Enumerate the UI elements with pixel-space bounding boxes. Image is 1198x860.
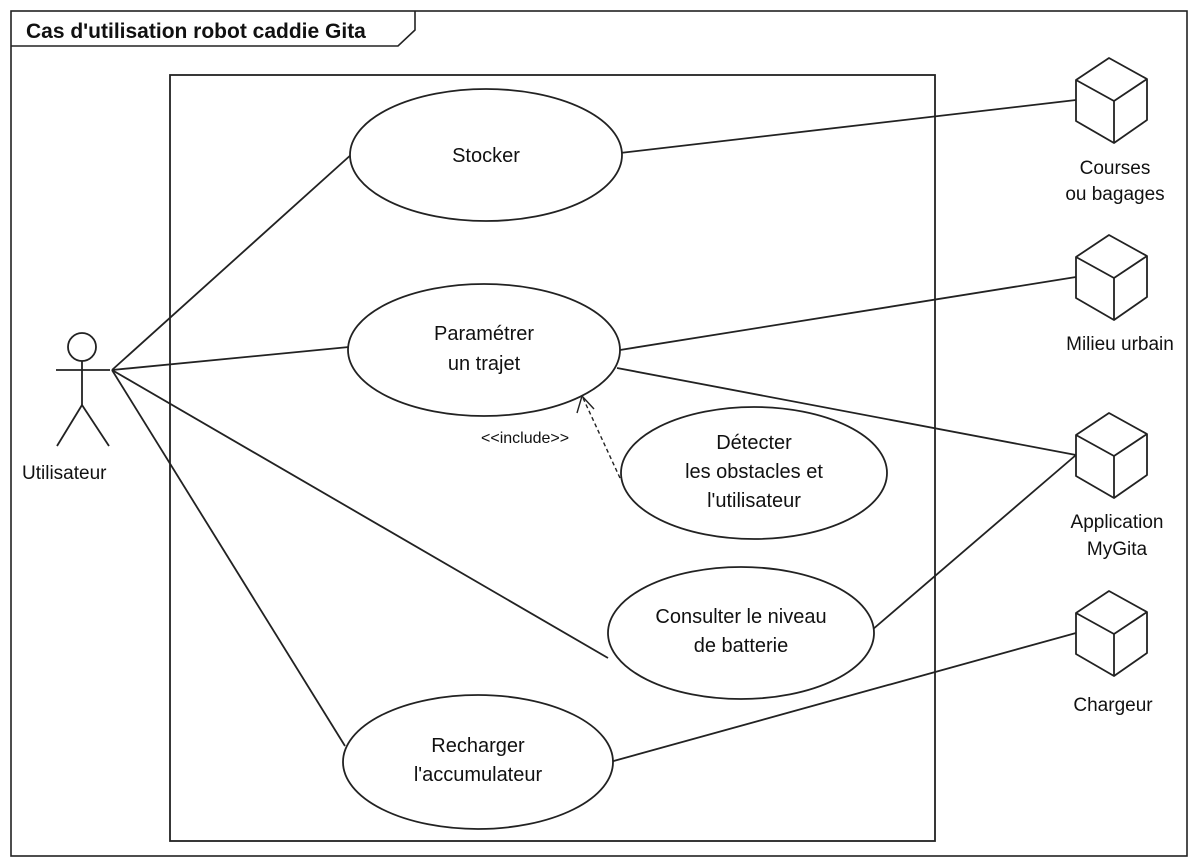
- assoc-user-parametrer: [111, 346, 350, 371]
- use-case-detecter-label-1: Détecter: [716, 432, 792, 454]
- cube-icon: [1075, 57, 1148, 144]
- actor-chargeur: Chargeur: [1073, 590, 1153, 716]
- use-case-detecter-label-2: les obstacles et: [685, 461, 823, 483]
- actor-utilisateur-label: Utilisateur: [22, 463, 107, 484]
- assoc-consulter-app: [871, 454, 1077, 631]
- actor-application-mygita: Application MyGita: [1071, 412, 1164, 560]
- actor-app-label-2: MyGita: [1087, 539, 1148, 560]
- include-label: <<include>>: [481, 430, 569, 447]
- use-case-consulter-label-2: de batterie: [694, 635, 789, 657]
- use-case-parametrer-label-2: un trajet: [448, 353, 521, 375]
- diagram-title: Cas d'utilisation robot caddie Gita: [26, 20, 366, 43]
- system-boundary: [169, 74, 936, 842]
- use-case-detecter-obstacles: Détecter les obstacles et l'utilisateur: [620, 406, 888, 540]
- assoc-parametrer-milieu: [619, 276, 1077, 351]
- use-case-parametrer-label-1: Paramétrer: [434, 323, 534, 345]
- associations: [111, 99, 1077, 763]
- use-case-stocker: Stocker: [349, 88, 623, 222]
- cube-icon: [1075, 590, 1148, 677]
- actor-app-label-1: Application: [1071, 512, 1164, 533]
- actor-courses-bagages: Courses ou bagages: [1065, 57, 1165, 205]
- use-case-detecter-label-3: l'utilisateur: [707, 490, 801, 512]
- actor-courses-label-2: ou bagages: [1065, 184, 1164, 205]
- actor-milieu-label: Milieu urbain: [1066, 334, 1174, 355]
- actor-milieu-urbain: Milieu urbain: [1066, 234, 1174, 355]
- cube-icon: [1075, 234, 1148, 321]
- diagram-frame: Cas d'utilisation robot caddie Gita: [10, 10, 1188, 857]
- stick-figure-icon: [56, 332, 110, 447]
- actor-courses-label-1: Courses: [1080, 158, 1151, 179]
- cube-icon: [1075, 412, 1148, 499]
- actor-utilisateur: Utilisateur: [22, 332, 110, 484]
- use-case-recharger-label-1: Recharger: [431, 735, 525, 757]
- use-case-consulter-label-1: Consulter le niveau: [655, 606, 826, 628]
- actor-chargeur-label: Chargeur: [1073, 695, 1153, 716]
- assoc-user-stocker: [111, 152, 354, 371]
- assoc-parametrer-app: [616, 367, 1077, 456]
- assoc-user-consulter: [111, 369, 609, 659]
- use-case-recharger-accumulateur: Recharger l'accumulateur: [342, 694, 614, 830]
- use-case-consulter-batterie: Consulter le niveau de batterie: [607, 566, 875, 700]
- assoc-stocker-courses: [619, 99, 1077, 154]
- use-case-stocker-label: Stocker: [452, 145, 520, 167]
- assoc-recharger-chargeur: [609, 632, 1077, 763]
- include-arrowhead: [576, 394, 595, 414]
- assoc-user-recharger: [111, 369, 346, 747]
- use-case-parametrer-trajet: Paramétrer un trajet: [347, 283, 621, 417]
- use-case-recharger-label-2: l'accumulateur: [414, 764, 543, 786]
